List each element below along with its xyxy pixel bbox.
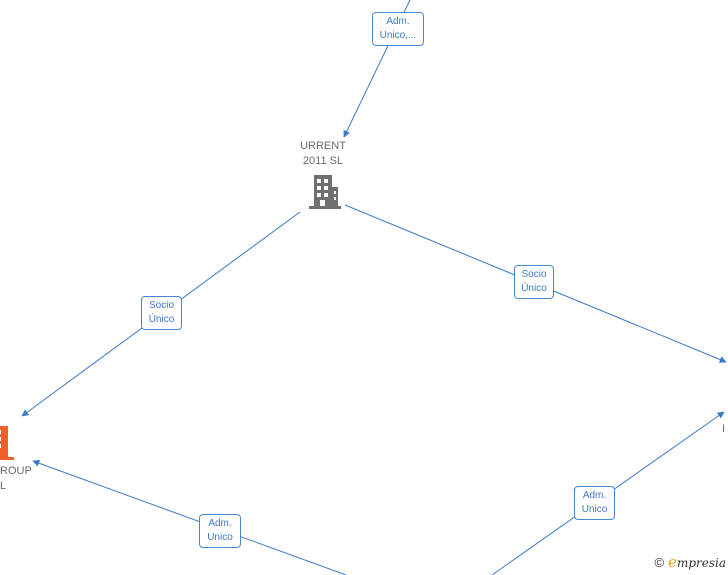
edge-label-bottom-left[interactable]: Adm. Unico (199, 514, 241, 548)
node-label-right[interactable]: I (722, 422, 725, 437)
node-name-line2: 2011 SL (302, 155, 344, 167)
edge-label-line1: Socio (521, 269, 547, 280)
edge-label-line1: Adm. (386, 16, 410, 27)
edge-label-line2: Unico,... (379, 30, 417, 41)
edge-label-line2: Unico (207, 532, 233, 543)
edge-label-line1: Adm. (582, 490, 607, 501)
edge-label-line2: Único (521, 283, 547, 294)
edge-label-line1: Adm. (208, 518, 232, 529)
logo-initial: e (668, 553, 677, 571)
edge-label-top[interactable]: Adm. Unico,... (372, 12, 424, 46)
node-label-group[interactable]: ROUP L (0, 464, 32, 494)
edge-bottom-left (32, 459, 347, 575)
edge-label-bottom-right[interactable]: Adm. Unico (574, 486, 615, 520)
edge-label-left[interactable]: Socio Único (141, 296, 182, 330)
node-name-line1: I (722, 423, 726, 435)
building-icon[interactable] (309, 175, 341, 209)
edge-label-right[interactable]: Socio Único (514, 265, 554, 299)
copyright-symbol: © (654, 554, 665, 570)
logo-text: mpresia (676, 556, 726, 570)
building-icon-highlighted[interactable] (0, 426, 14, 460)
node-name-line1: URRENT (300, 140, 346, 152)
node-label-urrent[interactable]: URRENT 2011 SL (290, 139, 356, 169)
empresia-logo: empresia (668, 553, 726, 571)
watermark: © empresia (654, 553, 726, 571)
edge-label-line2: Único (148, 314, 175, 325)
node-name-line2: L (0, 480, 7, 492)
edge-label-line1: Socio (148, 300, 174, 311)
node-name-line1: ROUP (0, 465, 32, 477)
edge-label-line2: Unico (581, 504, 608, 515)
